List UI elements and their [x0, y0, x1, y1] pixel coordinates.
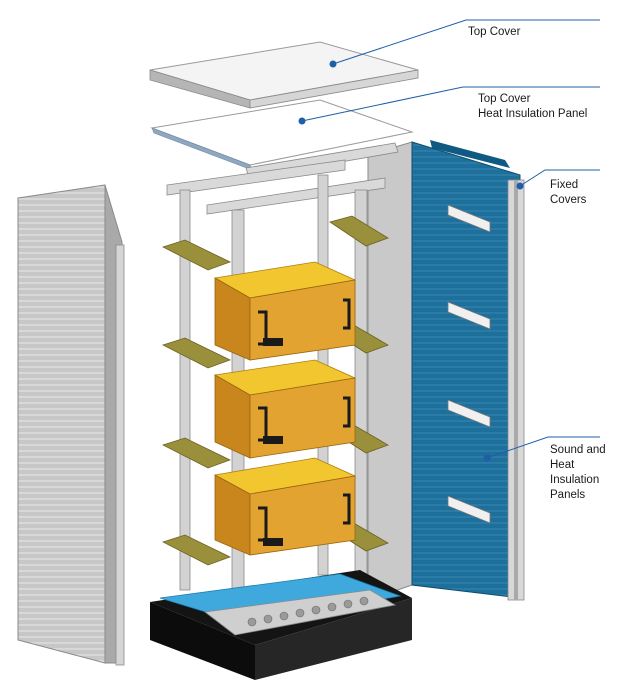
callout-top-cover-heat-insulation-panel: Top Cover Heat Insulation Panel	[478, 92, 587, 122]
leader-top-cover-insulation	[301, 86, 600, 122]
callout-fixed-covers: Fixed Covers	[550, 178, 586, 208]
left-side-panel	[17, 184, 125, 666]
callout-sound-and-heat-insulation-panels: Sound and Heat Insulation Panels	[550, 443, 606, 503]
callout-line: Heat Insulation Panel	[478, 108, 588, 120]
circle-dot-icon	[483, 454, 491, 462]
cable-entry-holes	[247, 596, 369, 627]
callout-line: Insulation	[550, 474, 600, 486]
right-fixed-cover	[367, 140, 525, 601]
callout-line: Sound and	[550, 444, 606, 456]
equipment-module-1	[213, 261, 357, 361]
top-cover	[149, 41, 419, 109]
callout-line: Top Cover	[468, 26, 521, 38]
callout-line: Panels	[550, 489, 586, 501]
circle-dot-icon	[298, 117, 306, 125]
callout-leaders	[301, 19, 600, 459]
equipment-module-3	[213, 457, 357, 556]
callout-line: Covers	[550, 194, 587, 206]
callout-line: Top Cover	[478, 93, 531, 105]
circle-dot-icon	[516, 182, 524, 190]
callout-dots	[298, 60, 524, 462]
cabinet-base	[150, 570, 412, 680]
panel-vent-slots	[447, 204, 491, 524]
callout-top-cover: Top Cover	[468, 25, 520, 40]
circle-dot-icon	[329, 60, 337, 68]
callout-line: Fixed	[550, 179, 579, 191]
leader-top-cover	[332, 19, 600, 65]
equipment-module-2	[213, 359, 357, 459]
leader-sound-heat-panels	[486, 436, 600, 459]
top-cover-heat-insulation-panel	[150, 99, 414, 171]
callout-line: Heat	[550, 459, 575, 471]
frame-top-rails	[166, 142, 399, 215]
leader-fixed-covers	[519, 169, 600, 187]
